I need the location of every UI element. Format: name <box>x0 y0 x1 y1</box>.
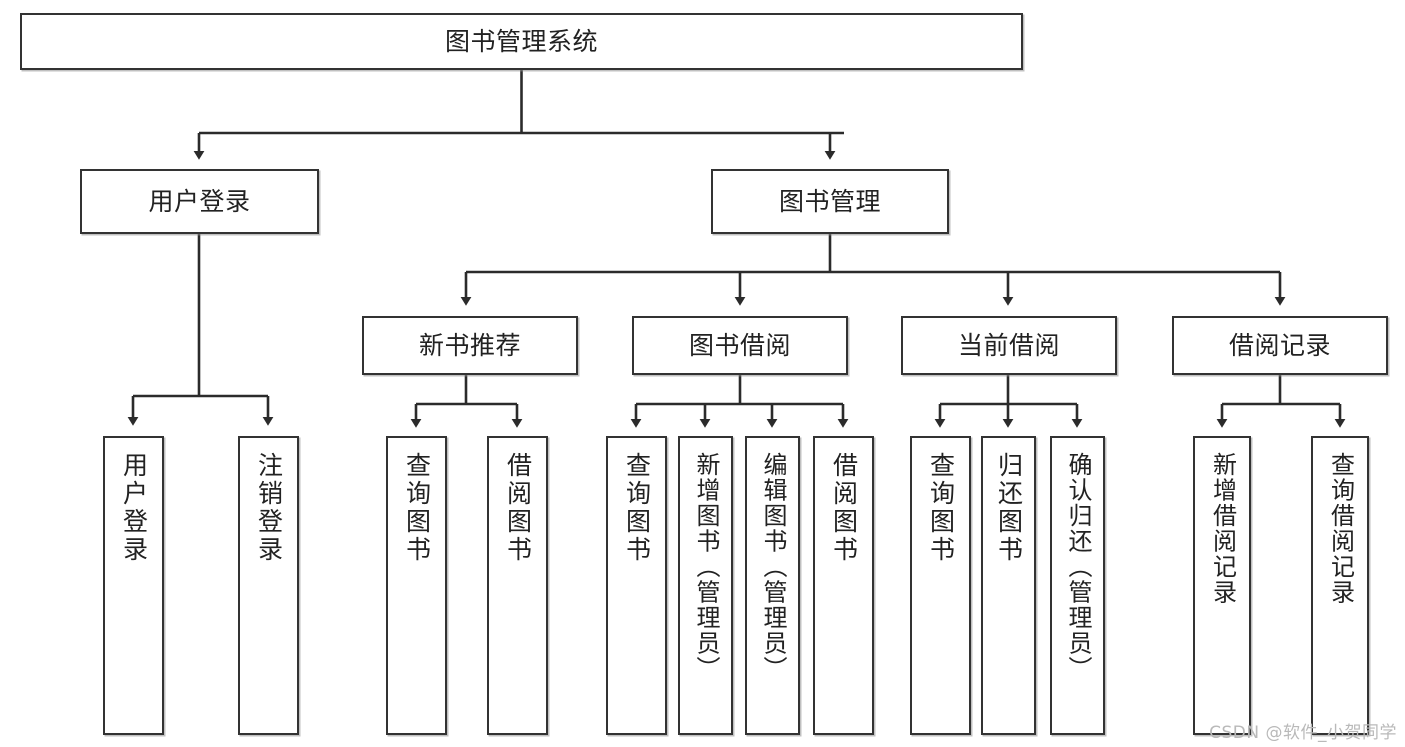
node-leaf-confirm-return-admin[interactable]: 确认归还（管理员） <box>1050 436 1105 735</box>
node-label: 图书借阅 <box>688 330 791 360</box>
node-label: 查询图书 <box>402 452 432 564</box>
node-label: 当前借阅 <box>957 330 1060 360</box>
node-label: 确认归还（管理员） <box>1063 452 1092 682</box>
node-label: 查询借阅记录 <box>1326 452 1355 605</box>
node-leaf-query-book-1[interactable]: 查询图书 <box>386 436 447 735</box>
node-leaf-return-book[interactable]: 归还图书 <box>981 436 1036 735</box>
node-current-borrow[interactable]: 当前借阅 <box>901 316 1117 375</box>
node-leaf-query-book-3[interactable]: 查询图书 <box>910 436 971 735</box>
node-label: 用户登录 <box>119 452 149 564</box>
node-leaf-borrow-book-1[interactable]: 借阅图书 <box>487 436 548 735</box>
node-label: 图书管理系统 <box>444 26 598 56</box>
watermark-text: CSDN @软件_小贺同学 <box>1209 723 1397 743</box>
node-leaf-edit-book-admin[interactable]: 编辑图书（管理员） <box>745 436 800 735</box>
node-label: 新书推荐 <box>418 330 521 360</box>
node-leaf-borrow-book-2[interactable]: 借阅图书 <box>813 436 874 735</box>
node-leaf-add-book-admin[interactable]: 新增图书（管理员） <box>678 436 733 735</box>
node-label: 图书管理 <box>778 186 881 216</box>
node-label: 用户登录 <box>148 186 251 216</box>
node-leaf-logout[interactable]: 注销登录 <box>238 436 299 735</box>
node-new-book-recommendation[interactable]: 新书推荐 <box>362 316 578 375</box>
node-leaf-add-borrow-record[interactable]: 新增借阅记录 <box>1193 436 1251 735</box>
node-label: 编辑图书（管理员） <box>758 452 787 682</box>
node-label: 查询图书 <box>926 452 956 564</box>
node-label: 注销登录 <box>254 452 284 564</box>
node-borrow-record[interactable]: 借阅记录 <box>1172 316 1388 375</box>
node-user-login[interactable]: 用户登录 <box>80 169 319 234</box>
node-leaf-user-login[interactable]: 用户登录 <box>103 436 164 735</box>
node-book-management[interactable]: 图书管理 <box>711 169 949 234</box>
node-book-borrow[interactable]: 图书借阅 <box>632 316 848 375</box>
node-label: 新增借阅记录 <box>1208 452 1237 605</box>
node-leaf-query-borrow-record[interactable]: 查询借阅记录 <box>1311 436 1369 735</box>
node-label: 借阅图书 <box>829 452 859 564</box>
node-label: 借阅记录 <box>1228 330 1331 360</box>
node-label: 借阅图书 <box>503 452 533 564</box>
node-leaf-query-book-2[interactable]: 查询图书 <box>606 436 667 735</box>
node-label: 归还图书 <box>994 452 1024 564</box>
node-root-book-management-system[interactable]: 图书管理系统 <box>20 13 1023 70</box>
node-label: 新增图书（管理员） <box>691 452 720 682</box>
node-label: 查询图书 <box>622 452 652 564</box>
